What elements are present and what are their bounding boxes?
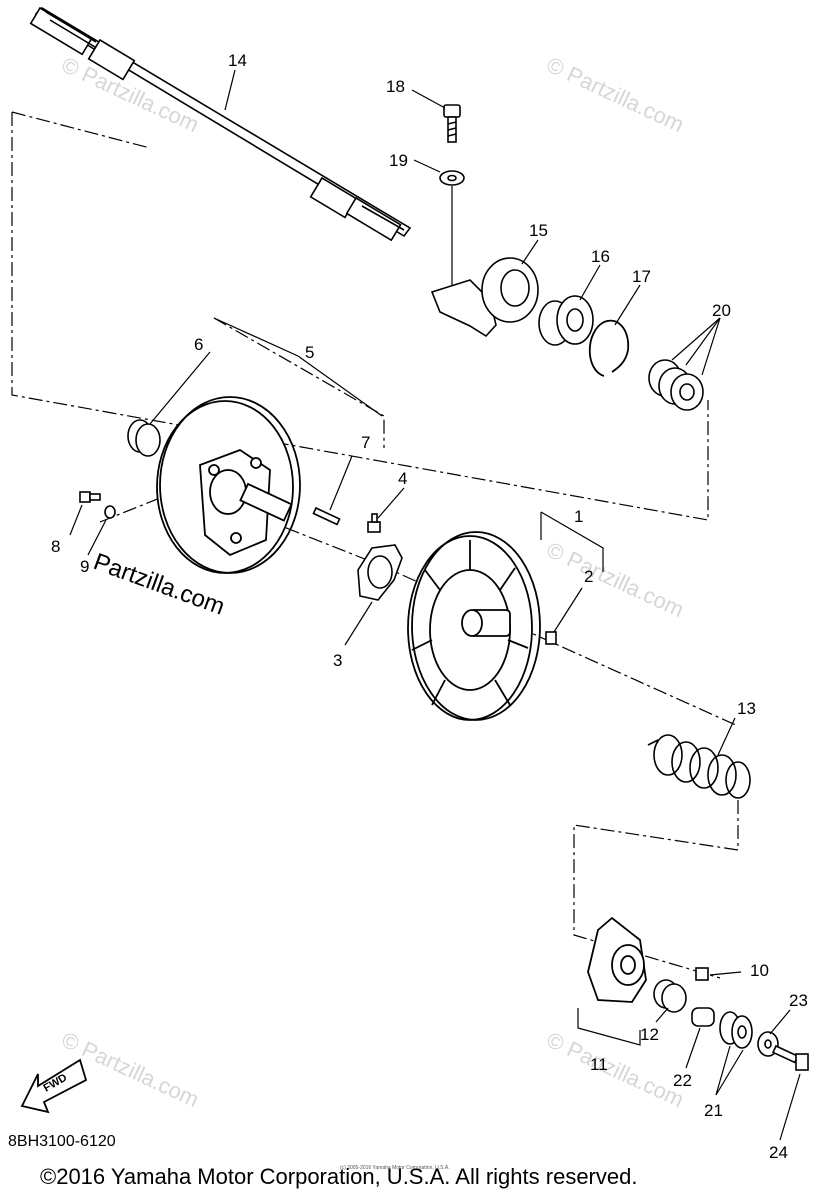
part-label: 16 xyxy=(591,247,610,266)
part-3-plate xyxy=(357,544,403,601)
part-label: 14 xyxy=(228,51,247,70)
part-14-shaft xyxy=(29,6,412,242)
part-9-washer xyxy=(104,505,116,519)
leader-lines xyxy=(69,69,801,1141)
part-6-bushing xyxy=(127,419,161,457)
part-label: 11 xyxy=(590,1055,608,1074)
fwd-arrow: FWD xyxy=(20,1058,88,1114)
part-label: 24 xyxy=(769,1143,788,1162)
part-10-nut xyxy=(695,967,709,981)
part-19-washer xyxy=(439,170,465,186)
fine-print: (c) 2005-2016 Yamaha Motor Corporation, … xyxy=(340,1165,450,1171)
part-24-bolt xyxy=(771,1044,809,1071)
part-label: 1 xyxy=(574,507,583,526)
part-1-movable-sheave xyxy=(407,531,541,721)
watermark-text: © Partzilla.com xyxy=(543,537,688,622)
part-label: 4 xyxy=(398,469,407,488)
part-label: 13 xyxy=(737,699,756,718)
part-15-bearing-housing xyxy=(430,257,539,338)
part-12-bushing xyxy=(653,979,687,1013)
part-labels: 1 2 3 4 5 6 7 8 9 10 11 12 13 14 15 16 1… xyxy=(51,51,808,1162)
part-label: 5 xyxy=(305,343,314,362)
part-label: 10 xyxy=(750,961,769,980)
watermark-text: © Partzilla.com xyxy=(543,1027,688,1112)
part-label: 8 xyxy=(51,537,60,556)
copyright-notice: ©2016 Yamaha Motor Corporation, U.S.A. A… xyxy=(40,1164,638,1189)
part-label: 17 xyxy=(632,267,651,286)
part-22-sleeve xyxy=(691,1007,715,1027)
part-21-washers xyxy=(719,1011,753,1049)
part-11-cam xyxy=(587,916,647,1003)
drawing-code: 8BH3100-6120 xyxy=(8,1133,116,1150)
assembly-lines xyxy=(11,111,739,979)
part-label: 7 xyxy=(361,433,370,452)
part-label: 21 xyxy=(704,1101,723,1120)
part-label: 22 xyxy=(673,1071,692,1090)
part-label: 18 xyxy=(386,77,405,96)
part-17-circlip xyxy=(589,319,630,377)
watermark-text: © Partzilla.com xyxy=(543,52,688,137)
part-20-spacers xyxy=(648,359,704,411)
part-label: 2 xyxy=(584,567,593,586)
part-label: 9 xyxy=(80,557,89,576)
part-2-nut xyxy=(545,631,557,645)
part-5-fixed-sheave xyxy=(156,396,301,574)
part-label: 20 xyxy=(712,301,731,320)
part-label: 12 xyxy=(640,1025,659,1044)
part-18-bolt xyxy=(443,104,461,143)
part-label: 15 xyxy=(529,221,548,240)
bracket-lines xyxy=(540,511,641,1046)
part-4-screw xyxy=(367,513,381,533)
part-23-washer xyxy=(757,1031,779,1057)
part-label: 6 xyxy=(194,335,203,354)
part-8-bolt xyxy=(79,491,101,503)
part-13-spring xyxy=(647,734,751,799)
part-16-bearing xyxy=(538,295,594,346)
part-7-stud xyxy=(312,506,341,526)
part-label: 19 xyxy=(389,151,408,170)
part-label: 3 xyxy=(333,651,342,670)
part-label: 23 xyxy=(789,991,808,1010)
